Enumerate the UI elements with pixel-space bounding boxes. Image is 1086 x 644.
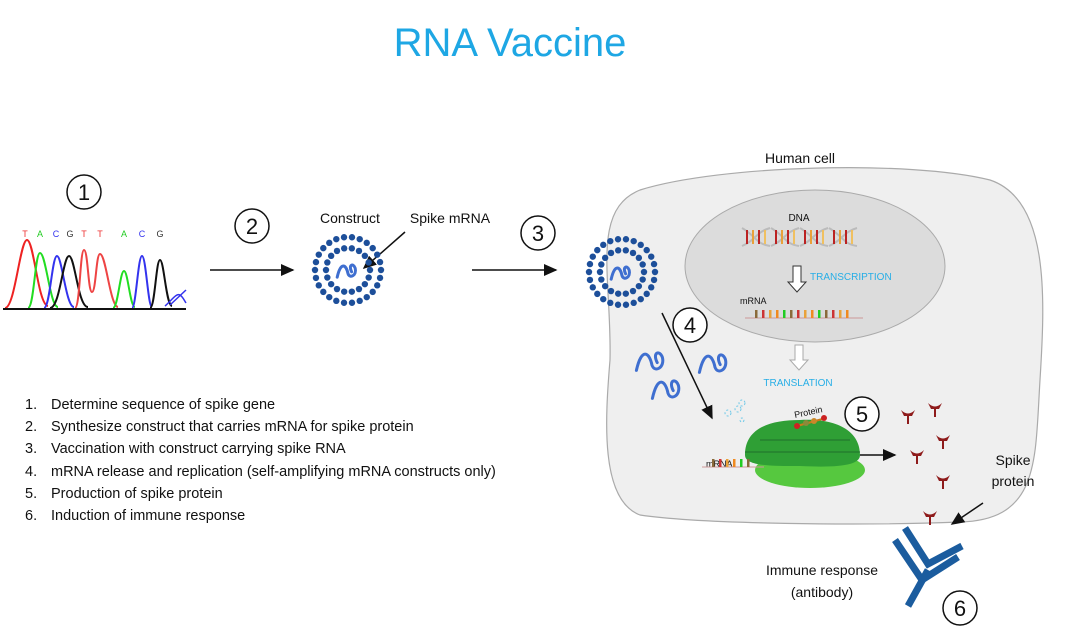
released-nucleotides xyxy=(724,399,746,423)
step-marker-1: 1 xyxy=(66,174,102,210)
base-label: T xyxy=(81,229,87,239)
protein-chain xyxy=(794,415,827,429)
spike-protein-icon xyxy=(910,450,924,464)
step-text: Production of spike protein xyxy=(51,485,223,502)
step-item: 5. Production of spike protein xyxy=(25,483,496,505)
step-text: Vaccination with construct carrying spik… xyxy=(51,441,346,458)
base-label: T xyxy=(22,229,28,239)
step-marker-4: 4 xyxy=(672,307,708,343)
mrna-icon xyxy=(609,265,631,281)
base-label: A xyxy=(121,229,127,239)
step-text: Induction of immune response xyxy=(51,507,246,524)
step-marker-number: 5 xyxy=(856,402,868,427)
step-marker-5: 5 xyxy=(844,396,880,432)
step-number: 5. xyxy=(25,485,38,502)
nucleus xyxy=(684,189,946,343)
spike-protein-label-line2: protein xyxy=(992,473,1035,489)
spike-protein-label-line1: Spike xyxy=(995,452,1030,468)
base-label: C xyxy=(139,229,146,239)
mrna-ribosome-strand xyxy=(702,459,764,468)
step-number: 4. xyxy=(25,463,38,480)
transcription-label: TRANSCRIPTION xyxy=(810,272,892,283)
human-cell-label: Human cell xyxy=(765,150,835,166)
lipid-construct-icon xyxy=(585,236,659,308)
spike-protein-icon xyxy=(936,475,950,489)
mrna-strand xyxy=(745,310,863,319)
mrna-icon xyxy=(634,351,665,372)
step-item: 3. Vaccination with construct carrying sp… xyxy=(25,438,496,460)
mrna-icon xyxy=(650,379,681,400)
step-number: 3. xyxy=(25,441,38,458)
immune-response-label-line2: (antibody) xyxy=(791,584,853,600)
dna-helix xyxy=(741,227,858,247)
ribosome xyxy=(745,419,865,488)
step-marker-3: 3 xyxy=(520,215,556,251)
base-label: C xyxy=(53,229,60,239)
step-number: 6. xyxy=(25,507,38,524)
step-item: 6. Induction of immune response xyxy=(25,505,496,527)
step-text: mRNA release and replication (self-ampli… xyxy=(51,463,496,480)
construct-label: Construct xyxy=(320,210,380,226)
base-label: G xyxy=(156,229,163,239)
spike-mrna-label: Spike mRNA xyxy=(410,210,491,226)
transcription-arrow xyxy=(786,265,808,293)
arrow-step-4 xyxy=(661,312,713,420)
base-label: T xyxy=(97,229,103,239)
step-item: 2. Synthesize construct that carries mRNA… xyxy=(25,416,496,438)
step-marker-number: 3 xyxy=(532,221,544,246)
step-number: 1. xyxy=(25,397,38,413)
base-label: A xyxy=(37,229,43,239)
step-number: 2. xyxy=(25,419,38,436)
translation-arrow xyxy=(788,344,810,371)
antibody-icon xyxy=(892,526,964,608)
immune-response-label-line1: Immune response xyxy=(766,562,878,578)
page-title: RNA Vaccine xyxy=(394,21,627,65)
step-item: 1. Determine sequence of spike gene xyxy=(25,394,496,416)
lipid-construct-icon xyxy=(311,234,385,306)
step-marker-number: 6 xyxy=(954,596,966,621)
spike-pointer-arrow xyxy=(950,502,984,525)
step-text: Determine sequence of spike gene xyxy=(51,397,276,413)
spike-protein-icon xyxy=(923,511,937,525)
step-marker-number: 4 xyxy=(684,313,696,338)
mrna-icon xyxy=(697,353,728,374)
step-marker-number: 1 xyxy=(78,180,90,205)
translation-label: TRANSLATION xyxy=(763,378,832,389)
step-text: Synthesize construct that carries mRNA f… xyxy=(51,419,414,436)
base-label: G xyxy=(66,229,73,239)
mrna-nucleus-label: mRNA xyxy=(740,296,767,306)
dna-label: DNA xyxy=(788,213,809,224)
step-marker-6: 6 xyxy=(942,590,978,626)
step-marker-2: 2 xyxy=(234,208,270,244)
steps-list: 1. Determine sequence of spike gene 2. Synt… xyxy=(25,394,496,527)
spike-protein-icon xyxy=(901,410,915,424)
spike-protein-icon xyxy=(936,435,950,449)
step-marker-number: 2 xyxy=(246,214,258,239)
spike-protein-icon xyxy=(928,403,942,417)
step-item: 4. mRNA release and replication (self-amp… xyxy=(25,461,496,483)
mrna-icon xyxy=(335,263,357,279)
